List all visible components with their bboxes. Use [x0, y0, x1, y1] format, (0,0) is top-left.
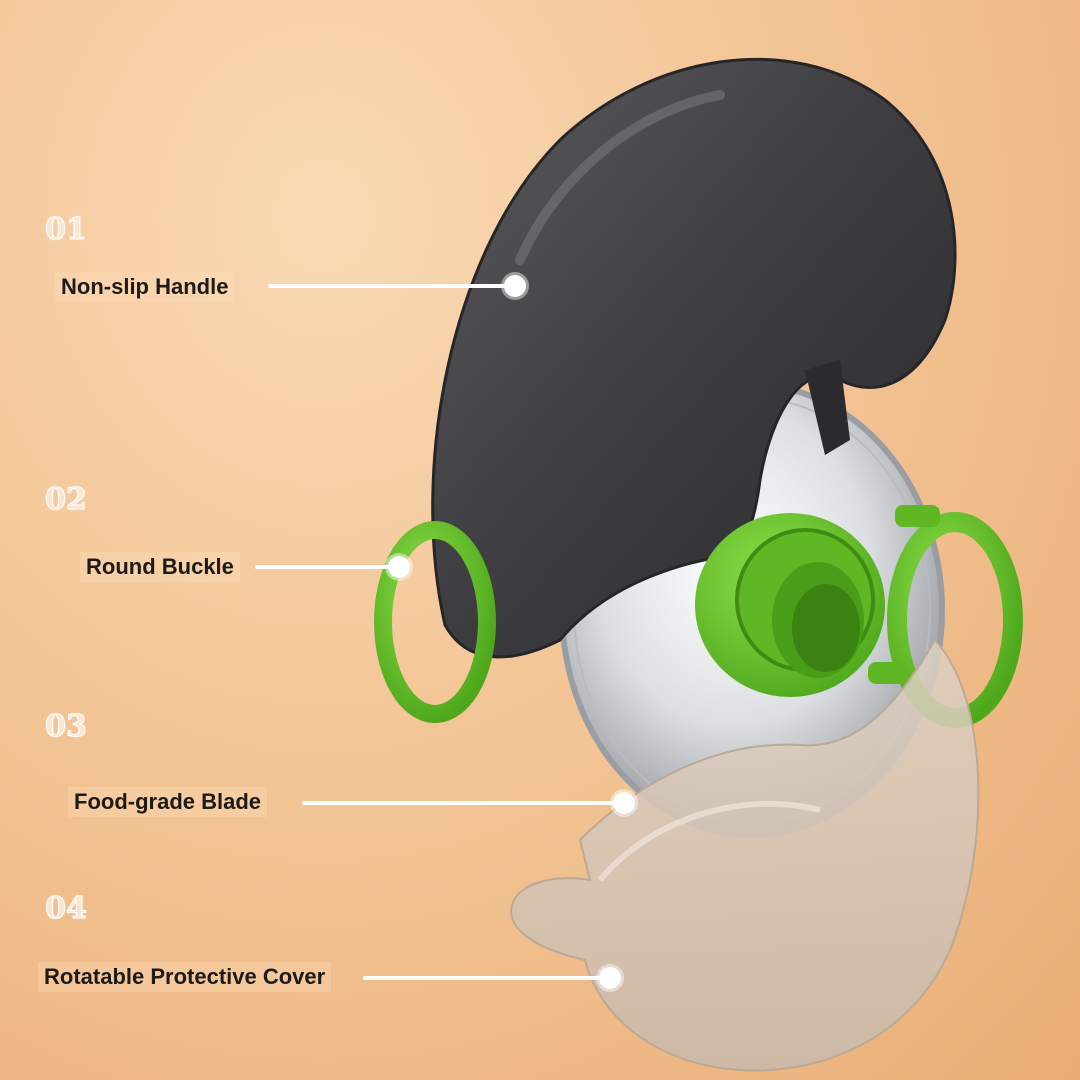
leader-line-01: [268, 284, 508, 288]
center-hub: [695, 513, 885, 697]
leader-dot-02: [388, 556, 410, 578]
leader-line-04: [363, 976, 603, 980]
leader-line-02: [255, 565, 393, 569]
left-buckle: [374, 521, 496, 723]
protective-cover: [510, 638, 980, 1072]
leader-dot-03: [613, 792, 635, 814]
callout-label-rotatable-protective-cover: Rotatable Protective Cover: [38, 962, 332, 992]
callout-number-02: 02: [45, 481, 88, 517]
callout-label-non-slip-handle: Non-slip Handle: [55, 272, 235, 302]
callout-number-04: 04: [45, 890, 88, 926]
callout-label-round-buckle: Round Buckle: [80, 552, 240, 582]
leader-line-03: [302, 801, 617, 805]
callout-number-01: 01: [45, 211, 88, 247]
leader-dot-01: [504, 275, 526, 297]
handle: [431, 57, 957, 659]
callout-label-food-grade-blade: Food-grade Blade: [68, 787, 268, 817]
callout-number-03: 03: [45, 708, 88, 744]
leader-dot-04: [599, 967, 621, 989]
